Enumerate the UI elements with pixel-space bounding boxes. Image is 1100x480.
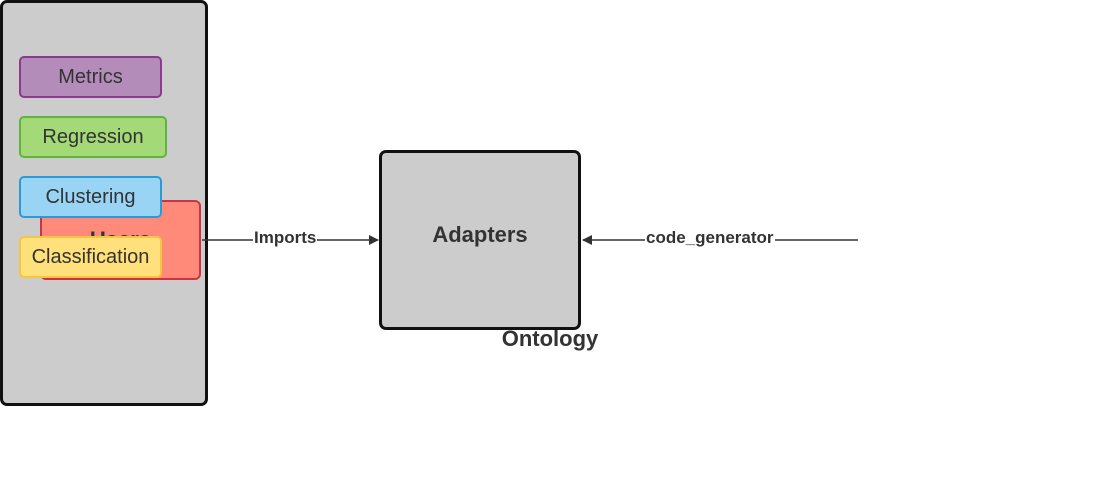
edge-label-code-generator: code_generator [645,228,775,248]
ontology-item-clustering[interactable]: Clustering [19,176,162,218]
ontology-item-label: Clustering [45,185,136,208]
edge-label-imports: Imports [253,228,318,248]
ontology-item-metrics[interactable]: Metrics [19,56,162,98]
ontology-node[interactable]: Metrics Regression Clustering Classifica… [0,0,598,406]
adapters-node[interactable]: Adapters [379,150,581,330]
ontology-item-label: Metrics [58,65,123,88]
ontology-label: Ontology [501,326,599,351]
ontology-item-regression[interactable]: Regression [19,116,167,158]
ontology-item-classification[interactable]: Classification [19,236,162,278]
adapters-label: Adapters [432,222,528,247]
ontology-item-label: Regression [42,125,144,148]
ontology-item-label: Classification [31,245,150,268]
